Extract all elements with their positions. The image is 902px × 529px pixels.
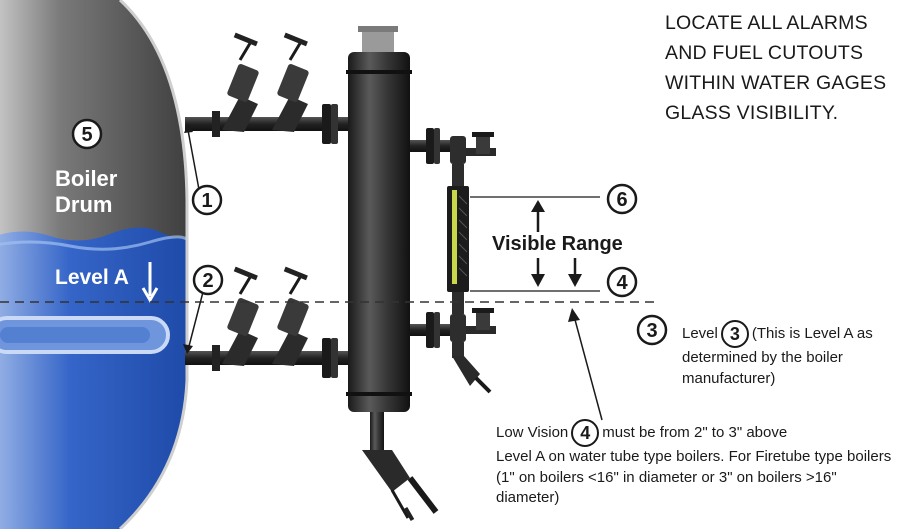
level-a-label: Level A xyxy=(55,266,129,289)
boiler-drum xyxy=(0,0,189,529)
drum-number: 5 xyxy=(81,124,92,146)
drum-number-circle xyxy=(71,118,103,150)
callout-2-label: 2 xyxy=(202,270,213,292)
callout-6-label: 6 xyxy=(616,189,627,211)
drum-label-boiler: Boiler xyxy=(55,166,118,191)
gauge-glass-hatching xyxy=(458,195,468,277)
gauge-glass-assembly xyxy=(410,128,496,394)
lower-valve-2 xyxy=(272,266,309,366)
callout-1-label: 1 xyxy=(201,190,212,212)
level-a-note-prefix: Level xyxy=(682,324,718,342)
drum-label-drum: Drum xyxy=(55,192,112,217)
visible-range-label: Visible Range xyxy=(492,233,623,255)
level-down-arrow-icon xyxy=(141,262,159,303)
visible-range-dimension: Visible Range 6 4 xyxy=(470,183,638,298)
upper-valve-2 xyxy=(272,32,309,132)
low-vision-note-prefix: Low Vision xyxy=(496,423,569,441)
level-a-note-number: 3 xyxy=(720,320,749,348)
low-vision-note-text-2: Level A on water tube type boilers. For … xyxy=(496,448,892,506)
callout-3: 3 xyxy=(636,314,668,346)
water-column xyxy=(346,26,439,522)
level-a-note-text: (This is Level A as determined by the bo… xyxy=(682,324,873,387)
lower-valve-1 xyxy=(222,266,259,366)
callout-3-label: 3 xyxy=(646,320,657,342)
low-vision-note-text-1: must be from 2" to 3" above xyxy=(602,423,788,441)
low-vision-note-number: 4 xyxy=(571,419,600,447)
low-vision-pointer xyxy=(568,308,603,421)
upper-pipe-assembly xyxy=(185,32,355,144)
callout-2: 2 xyxy=(183,264,224,354)
callout-4-label: 4 xyxy=(616,272,628,294)
lower-pipe-assembly xyxy=(185,266,355,378)
callout-1: 1 xyxy=(184,124,223,216)
alarm-location-note: LOCATE ALL ALARMS AND FUEL CUTOUTS WITHI… xyxy=(665,12,887,124)
upper-valve-1 xyxy=(222,32,259,132)
